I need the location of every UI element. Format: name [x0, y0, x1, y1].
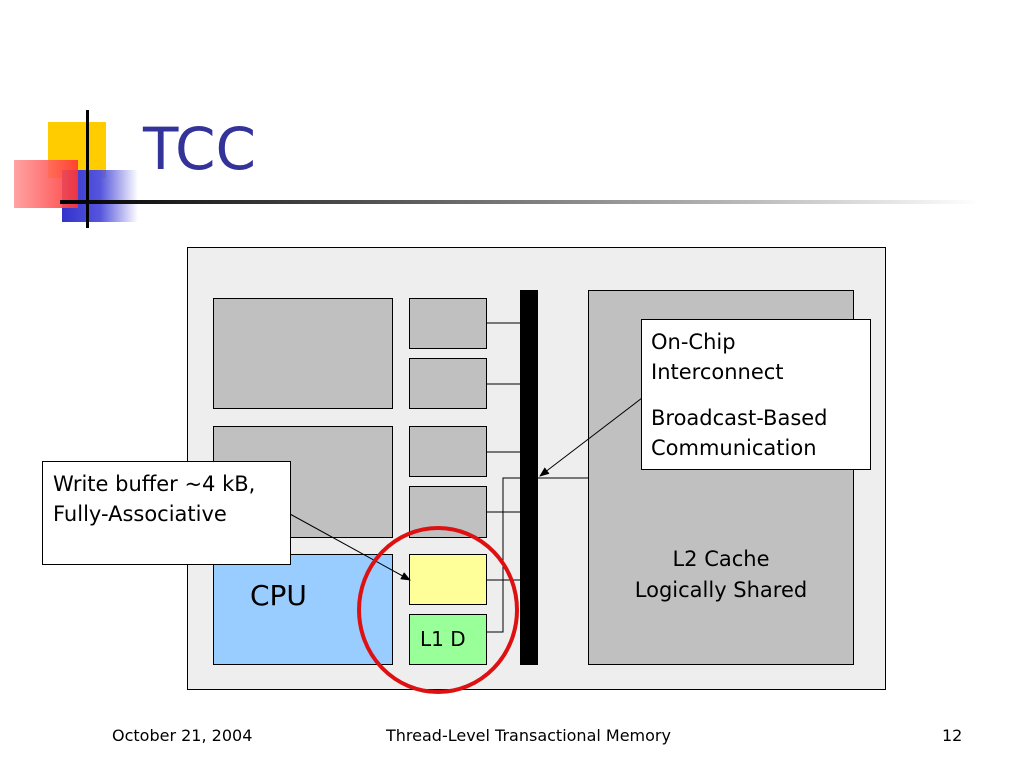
- write-buffer-callout: Write buffer ~4 kB, Fully-Associative: [42, 461, 291, 565]
- cpu-box: CPU: [213, 554, 393, 665]
- interconnect-callout: On-Chip Interconnect Broadcast-Based Com…: [641, 319, 871, 470]
- footer-title: Thread-Level Transactional Memory: [386, 726, 671, 745]
- l1-to-bus-line: [487, 477, 520, 633]
- cpu-label: CPU: [250, 579, 307, 612]
- l2-label-line1: L2 Cache: [672, 547, 770, 571]
- write-buffer-callout-arrow: [289, 513, 411, 581]
- interconnect-callout-line2: Interconnect: [651, 360, 784, 384]
- cache-block-3: [409, 426, 487, 477]
- slide-title: TCC: [143, 115, 257, 183]
- core-block-top-left: [213, 298, 393, 409]
- interconnect-callout-arrow: [539, 397, 643, 477]
- interconnect-callout-line3: Broadcast-Based: [651, 406, 828, 430]
- title-underline: [60, 200, 980, 204]
- l1-data-cache-box: L1 D: [409, 614, 487, 665]
- highlight-circle: [357, 526, 519, 694]
- interconnect-callout-line4: Communication: [651, 436, 817, 460]
- footer-date: October 21, 2004: [112, 726, 253, 745]
- write-buffer-box: [409, 554, 487, 605]
- interconnect-callout-line1: On-Chip: [651, 330, 736, 354]
- write-buffer-callout-line1: Write buffer ~4 kB,: [53, 472, 256, 496]
- logo-vertical-line: [86, 110, 89, 228]
- l2-label-line2: Logically Shared: [634, 578, 808, 602]
- l1-label: L1 D: [420, 627, 466, 651]
- cache-block-2: [409, 358, 487, 409]
- cache-block-1: [409, 298, 487, 349]
- write-buffer-callout-line2: Fully-Associative: [53, 502, 227, 526]
- footer-page-number: 12: [942, 726, 963, 745]
- on-chip-interconnect-bus: [520, 290, 538, 665]
